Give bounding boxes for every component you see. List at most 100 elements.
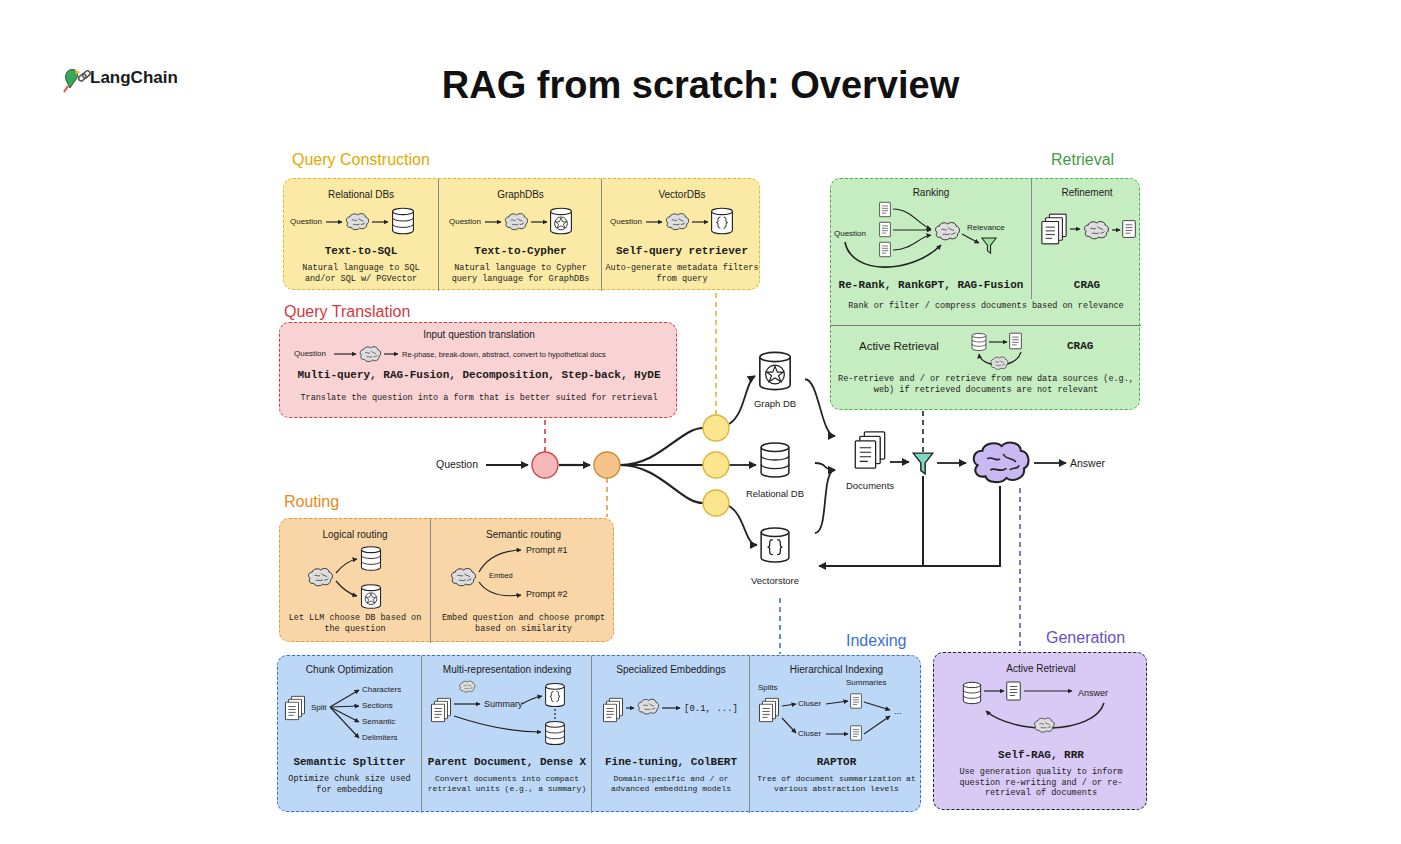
text-label: Characters [362,685,401,695]
text-label: Text-to-SQL [287,245,435,258]
svg-use [982,238,996,253]
text-label: Semantic Splitter [281,756,418,769]
svg-path [1034,462,1066,464]
text-label: Parent Document, Dense X [425,756,589,769]
svg-path [326,221,342,222]
svg-path [729,506,757,545]
svg-use [712,208,733,234]
svg-path [729,464,756,466]
svg-use [361,547,380,570]
svg-path [922,411,924,452]
text-label: Let LLM choose DB based on the question [283,613,427,634]
technique-box: RefinementCRAG [1031,179,1141,299]
text-label: Specialized Embeddings [595,664,747,676]
svg-path [864,716,890,734]
technique-box: RankingQuestionRelevanceRe-Rank, RankGPT… [831,179,1031,299]
svg-use [361,585,380,608]
store-icon-node: Graph DB [745,350,805,415]
text-label: Query Construction [292,150,430,169]
stage-panel: GenerationActive RetrievalAnswerSelf-RAG… [933,652,1147,810]
svg-path [782,718,796,733]
text-label: Sections [362,701,393,711]
svg-path [620,428,703,465]
text-label: Active Retrieval [937,663,1145,675]
svg-use [638,699,659,714]
svg-use [431,698,450,721]
langchain-logo [64,69,91,92]
svg-use [505,214,527,230]
title-text: RAG from scratch: Overview [0,63,1401,109]
svg-use [1010,333,1022,349]
svg-use [972,333,986,350]
svg-path [554,709,555,719]
svg-path [64,86,68,92]
svg-path [864,702,890,710]
technique-box: Hierarchical IndexingSplitsSummariesClus… [749,656,922,813]
svg-use [760,352,790,389]
llm-brain-icon [974,443,1029,482]
text-label: Relevance [967,223,1005,233]
text-label: Embed question and choose prompt based o… [434,613,613,634]
svg-use [851,726,862,740]
svg-use [1123,221,1136,238]
text-label: Natural language to Cypher query languag… [442,263,599,284]
svg-path [729,376,755,424]
svg-path [893,235,931,250]
technique-box: Semantic routingPrompt #1EmbedPrompt #2E… [430,519,615,643]
svg-path [336,559,357,573]
text-label: Embed [489,571,513,580]
svg-path [937,462,966,464]
text-label: Active Retrieval [859,340,939,354]
technique-box: VectorDBsQuestionSelf-query retrieverAut… [601,179,761,291]
text-label: Input question translation [283,329,675,341]
store-icon-node: Vectorstore [735,525,815,593]
svg-use [546,721,565,744]
svg-path [1070,228,1080,229]
text-label: Graph DB [748,398,802,409]
svg-path [606,478,608,517]
filter-icon [913,453,933,474]
svg-path [75,70,80,75]
text-label: Query Translation [284,302,410,321]
text-label: Documents [838,480,902,491]
svg-path [544,419,546,452]
text-label: CRAG [1035,279,1139,292]
text-label: Text-to-Cypher [442,245,599,258]
query-translation-dot [532,452,558,478]
text-label: Splits [758,683,778,693]
svg-use [551,208,572,234]
svg-g [626,707,680,708]
stage-panel: Query TranslationInput question translat… [279,322,677,418]
svg-path [662,707,680,708]
text-label: Auto-generate metadata filters from quer… [605,263,759,284]
text-label: Re-Rank, RankGPT, RAG-Fusion [834,279,1028,292]
svg-use [603,698,622,721]
svg-path [454,716,541,732]
text-label: Delimiters [362,733,398,743]
text-label: Semantic routing [434,529,613,541]
text-label: Optimize chunk size used for embedding [281,774,418,795]
text-label: Convert documents into compact retrieval… [425,774,589,794]
text-label: Split [311,703,327,713]
svg-path [692,221,708,222]
text-label: Indexing [846,631,907,650]
svg-g [336,559,357,596]
text-label: Semantic [362,717,395,727]
text-label: Tree of document summarization at variou… [753,774,920,794]
routing-dot [594,452,620,478]
text-label: Refinement [1035,187,1139,199]
svg-path [1024,690,1072,691]
text-label: Prompt #1 [526,545,568,556]
svg-path [479,582,521,596]
stage-panel: RetrievalRank or filter / compress docum… [830,178,1140,410]
construction-dot [703,452,729,478]
text-label: Summary [484,699,523,710]
text-label: Logical routing [283,529,427,541]
svg-g [330,690,359,738]
svg-path [454,703,480,704]
svg-path [1112,229,1120,230]
free-label: Question [436,458,478,471]
construction-dot [703,415,729,441]
text-label: RAPTOR [753,756,920,769]
svg-use [1007,682,1021,700]
